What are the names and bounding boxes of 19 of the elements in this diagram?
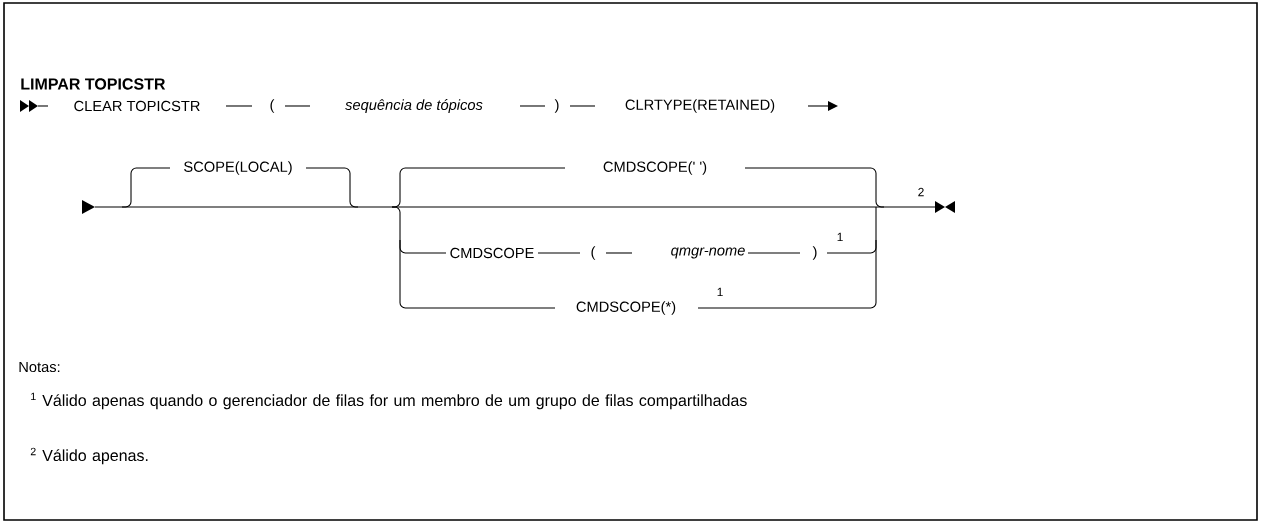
keyword: CLEAR TOPICSTR [74, 100, 200, 112]
notes-heading: Notas: [19, 361, 60, 373]
keyword: CLRTYPE(RETAINED) [625, 99, 775, 113]
footnote-ref: 2 [918, 187, 924, 197]
title: LIMPAR TOPICSTR [21, 78, 166, 90]
footnote-ref: 1 [837, 232, 843, 242]
keyword: CMDSCOPE(' ') [603, 161, 707, 175]
syntax-symbol: ( [591, 246, 596, 260]
syntax-symbol: ) [554, 99, 559, 113]
syntax-symbol: ) [812, 246, 817, 260]
parameter: sequência de tópicos [345, 99, 483, 113]
keyword: SCOPE(LOCAL) [184, 161, 292, 175]
footnote-ref: 1 [717, 287, 723, 297]
parameter: qmgr-nome [671, 247, 745, 259]
note-text: $^{1}$ Válido apenas quando o gerenciador de filas for um membro de um grupo de filas compartilhadas [31, 392, 747, 410]
keyword: CMDSCOPE [450, 247, 534, 259]
keyword: CMDSCOPE(*) [576, 301, 676, 315]
syntax-symbol: ( [270, 99, 275, 113]
note-text: $^{2}$ Válido apenas. [30, 447, 148, 465]
